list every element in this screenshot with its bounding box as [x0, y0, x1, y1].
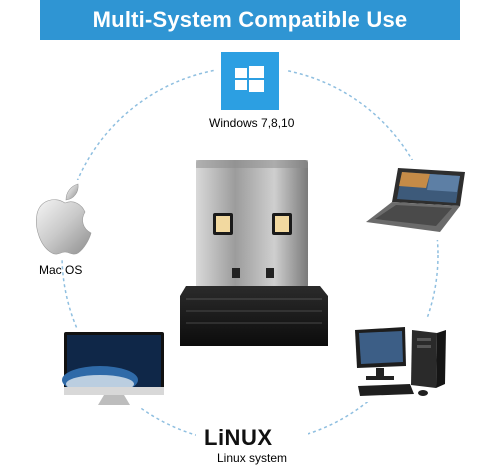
usb-nano-adapter	[180, 160, 328, 346]
page-title: Multi-System Compatible Use	[40, 0, 460, 40]
desktop-pc-icon	[348, 318, 456, 402]
linux-logo-backdrop	[196, 422, 308, 469]
laptop-icon	[366, 160, 472, 240]
linux-label: Linux system	[217, 451, 288, 465]
imac-icon	[58, 328, 168, 408]
apple-logo-icon	[28, 180, 100, 260]
windows-label: Windows 7,8,10	[209, 116, 295, 130]
mac-label: Mac OS	[39, 263, 83, 277]
linux-logo: LiNUX	[204, 425, 273, 450]
windows-logo-icon	[214, 48, 286, 116]
